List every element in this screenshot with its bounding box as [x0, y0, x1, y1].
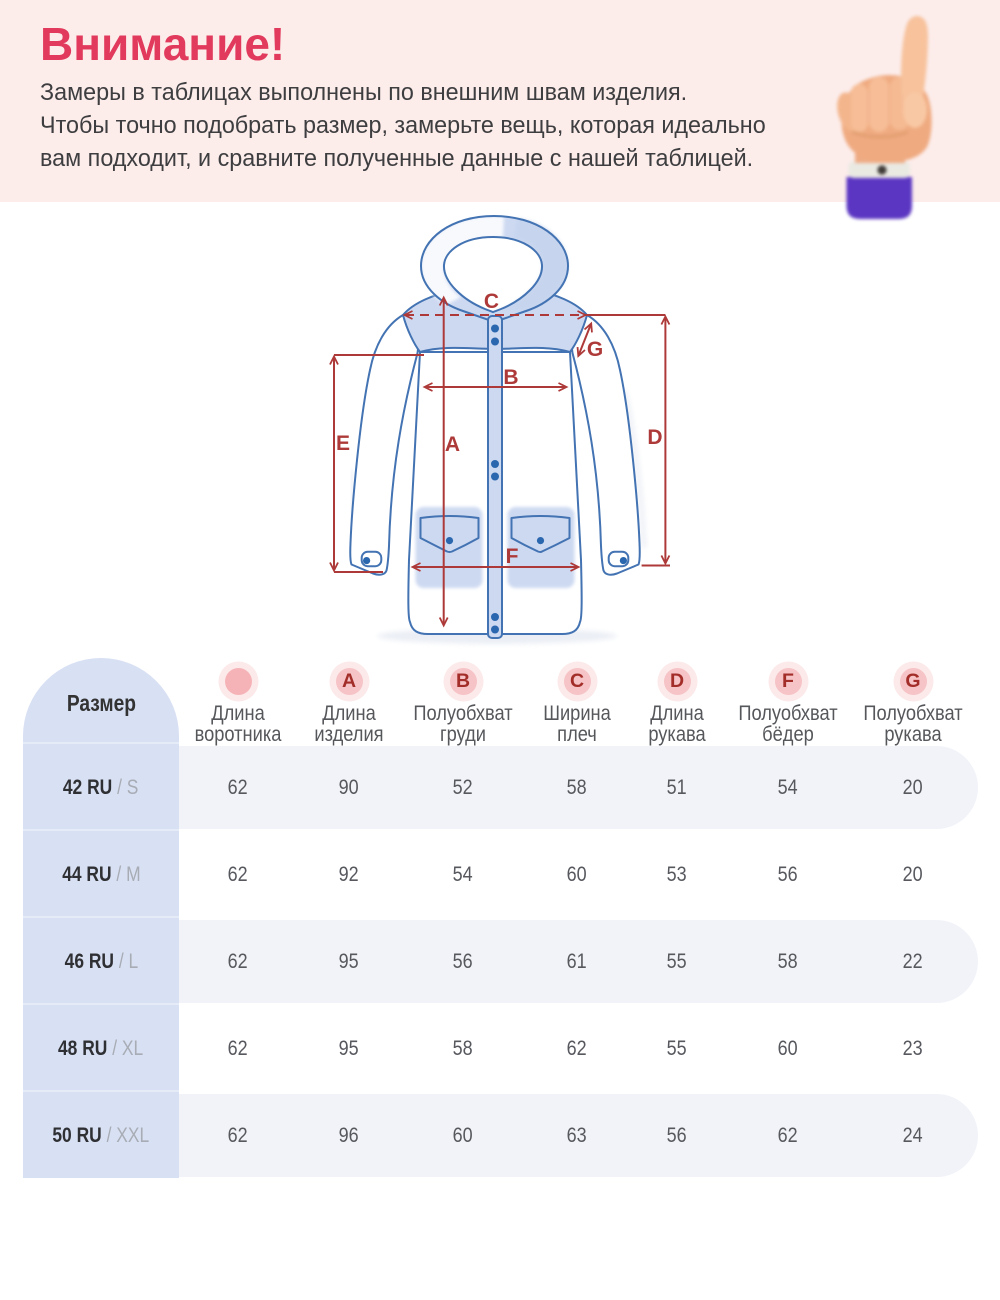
svg-text:D: D — [647, 426, 662, 449]
svg-text:C: C — [484, 290, 499, 313]
svg-text:A: A — [445, 433, 460, 456]
svg-text:B: B — [503, 366, 518, 389]
svg-text:E: E — [336, 432, 350, 455]
svg-text:F: F — [506, 545, 519, 568]
svg-text:G: G — [587, 338, 603, 361]
